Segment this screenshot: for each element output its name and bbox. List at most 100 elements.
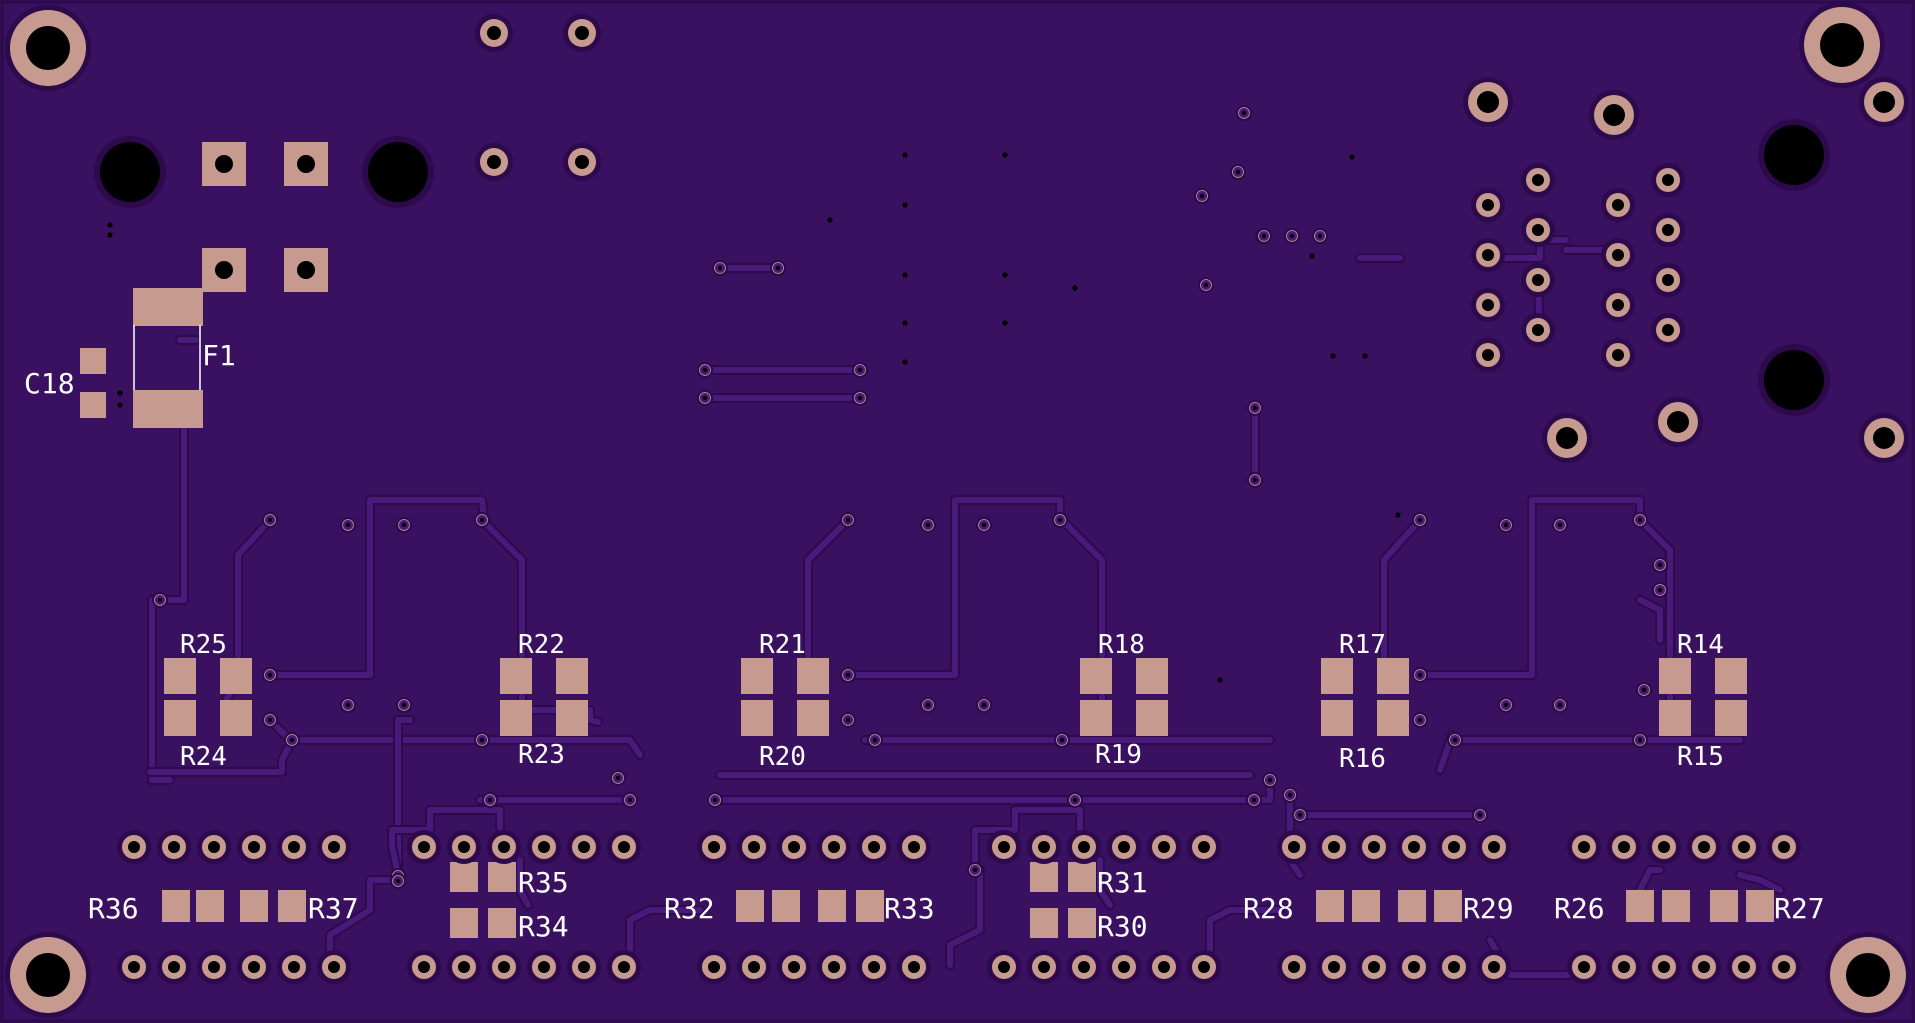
via-drill <box>981 702 987 708</box>
label-R29: R29 <box>1463 892 1514 925</box>
via-drill <box>1417 672 1423 678</box>
header-pad-drill <box>1288 961 1300 973</box>
label-R34: R34 <box>518 910 569 943</box>
via-drill <box>627 797 633 803</box>
label-R22: R22 <box>518 630 565 660</box>
th-pad-drill <box>1477 91 1499 113</box>
smd-pad <box>133 390 203 428</box>
resistor-pad <box>797 700 829 736</box>
header-pad-drill <box>1578 841 1590 853</box>
resistor-pad <box>1710 890 1738 922</box>
th-pad-drill <box>1662 224 1674 236</box>
unconnected-via <box>1002 152 1008 158</box>
via-drill <box>1235 169 1241 175</box>
trace <box>267 497 487 678</box>
resistor-pad <box>1321 700 1353 736</box>
unconnected-via <box>902 272 908 278</box>
th-pad-drill <box>575 26 589 40</box>
resistor-pad <box>164 658 196 694</box>
resistor-pad <box>1030 908 1058 938</box>
resistor-pad <box>220 658 252 694</box>
npth-hole <box>368 142 428 202</box>
header-pad-drill <box>828 841 840 853</box>
header-pad-drill <box>538 841 550 853</box>
header-pad-drill <box>788 841 800 853</box>
resistor-pad <box>500 700 532 736</box>
via-drill <box>1637 737 1643 743</box>
label-F1: F1 <box>202 339 236 372</box>
label-R37: R37 <box>308 892 359 925</box>
via-drill <box>1072 797 1078 803</box>
trace <box>1207 907 1283 953</box>
trace <box>517 707 601 725</box>
th-pad-drill <box>1873 91 1895 113</box>
via-drill <box>1057 517 1063 523</box>
trace <box>947 867 983 968</box>
header-pad-drill <box>1578 961 1590 973</box>
via-drill <box>1417 517 1423 523</box>
pad-drill <box>215 155 233 173</box>
header-pad-drill <box>1778 961 1790 973</box>
via-drill <box>1452 737 1458 743</box>
via-drill <box>1641 687 1647 693</box>
unconnected-via <box>827 217 833 223</box>
label-R15: R15 <box>1677 742 1724 772</box>
via-drill <box>1252 405 1258 411</box>
th-pad-drill <box>1532 274 1544 286</box>
via-drill <box>702 367 708 373</box>
fuse-silk-outline <box>133 325 201 390</box>
label-R24: R24 <box>180 742 227 772</box>
header-pad-drill <box>1408 961 1420 973</box>
header-pad-drill <box>1328 961 1340 973</box>
resistor-pad <box>1377 658 1409 694</box>
via-drill <box>267 672 273 678</box>
via-drill <box>925 522 931 528</box>
resistor-pad <box>500 658 532 694</box>
header-pad-drill <box>1698 841 1710 853</box>
resistor-pad <box>450 862 478 892</box>
header-pad-drill <box>1038 961 1050 973</box>
trace <box>1097 857 1113 908</box>
header-pad-drill <box>458 961 470 973</box>
resistor-pad <box>1136 700 1168 736</box>
via-drill <box>1267 777 1273 783</box>
header-pad-drill <box>498 961 510 973</box>
trace <box>805 517 851 678</box>
label-R17: R17 <box>1339 630 1386 660</box>
header-pad-drill <box>208 961 220 973</box>
unconnected-via <box>1330 353 1336 359</box>
header-pad-drill <box>618 841 630 853</box>
label-R21: R21 <box>759 630 806 660</box>
via-drill <box>1252 477 1258 483</box>
via-drill <box>1477 812 1483 818</box>
via-drill <box>395 878 401 884</box>
trace <box>267 717 643 758</box>
header-pad-drill <box>538 961 550 973</box>
header-pad-drill <box>708 961 720 973</box>
header-pad-drill <box>1448 841 1460 853</box>
th-pad-drill <box>1532 324 1544 336</box>
resistor-pad <box>240 890 268 922</box>
resistor-pad <box>1434 890 1462 922</box>
th-pad-drill <box>1482 249 1494 261</box>
via-drill <box>972 867 978 873</box>
via-drill <box>345 702 351 708</box>
header-pad-drill <box>1078 961 1090 973</box>
resistor-pad <box>1080 700 1112 736</box>
th-pad-drill <box>1662 274 1674 286</box>
header-pad-drill <box>1288 841 1300 853</box>
resistor-pad <box>1136 658 1168 694</box>
header-pad-drill <box>1328 841 1340 853</box>
resistor-pad <box>1316 890 1344 922</box>
resistor-pad <box>278 890 306 922</box>
header-pad-drill <box>418 961 430 973</box>
trace <box>845 497 1063 678</box>
label-R26: R26 <box>1554 892 1605 925</box>
label-R33: R33 <box>884 892 935 925</box>
via-drill <box>1059 737 1065 743</box>
trace <box>1737 872 1783 893</box>
th-pad-drill <box>1662 324 1674 336</box>
resistor-pad <box>1715 700 1747 736</box>
header-pad-drill <box>908 841 920 853</box>
header-pad-drill <box>288 841 300 853</box>
